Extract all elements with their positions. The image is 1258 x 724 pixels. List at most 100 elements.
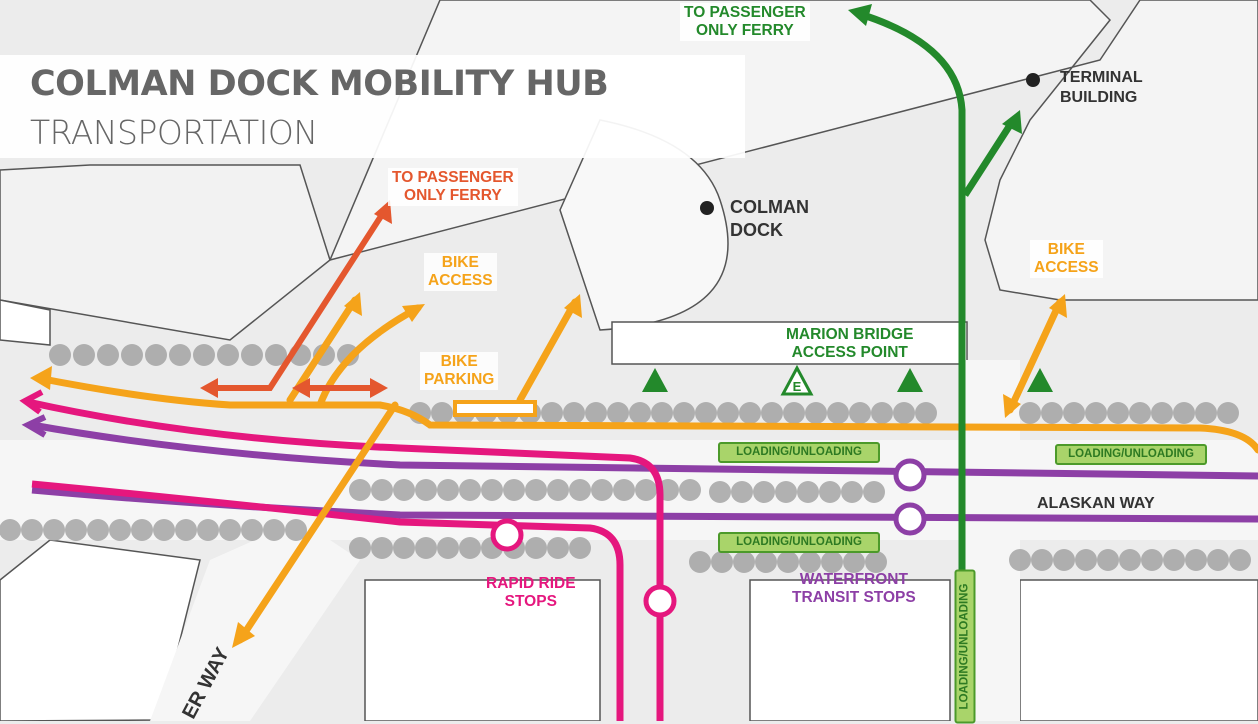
ferry-green-route	[858, 10, 1015, 721]
access-point-icon	[1027, 368, 1053, 392]
tree-icon	[371, 537, 393, 559]
street-label-alaskan-way: ALASKAN WAY	[1037, 495, 1155, 512]
tree-icon	[541, 402, 563, 424]
tree-icon	[717, 402, 739, 424]
tree-icon	[1107, 402, 1129, 424]
tree-icon	[1085, 402, 1107, 424]
tree-icon	[49, 344, 71, 366]
tree-icon	[21, 519, 43, 541]
tree-icon	[121, 344, 143, 366]
tree-icon	[1151, 402, 1173, 424]
tree-icon	[1031, 549, 1053, 571]
arrow-icon	[848, 4, 872, 26]
landmark-dot-icon	[1026, 73, 1040, 87]
tree-icon	[821, 551, 843, 573]
arrow-icon	[344, 292, 362, 316]
tree-icon	[755, 551, 777, 573]
tree-icon	[849, 402, 871, 424]
rapid-ride-stop-icon	[643, 584, 677, 618]
page-subtitle: TRANSPORTATION	[30, 113, 318, 152]
tree-icon	[437, 537, 459, 559]
arrow-icon	[564, 294, 582, 318]
tree-icon	[437, 479, 459, 501]
tree-icon	[695, 402, 717, 424]
tree-icon	[459, 537, 481, 559]
tree-icon	[241, 519, 263, 541]
waterfront-stop-icon	[893, 458, 927, 492]
bike-routes	[34, 296, 1258, 644]
magenta-arrow-icon	[19, 389, 44, 415]
tree-icon	[1019, 402, 1041, 424]
street-trees	[0, 344, 1251, 573]
tree-icon	[1129, 402, 1151, 424]
tree-icon	[585, 402, 607, 424]
tree-icon	[431, 402, 453, 424]
tree-icon	[349, 537, 371, 559]
tree-icon	[219, 519, 241, 541]
tree-icon	[87, 519, 109, 541]
tree-icon	[525, 537, 547, 559]
tree-icon	[265, 344, 287, 366]
tree-icon	[1217, 402, 1239, 424]
tree-icon	[241, 344, 263, 366]
tree-icon	[709, 481, 731, 503]
tree-icon	[169, 344, 191, 366]
tree-icon	[393, 537, 415, 559]
tree-icon	[679, 479, 701, 501]
tree-icon	[613, 479, 635, 501]
rapid-ride-stop-icon	[490, 518, 524, 552]
tree-icon	[799, 551, 821, 573]
tree-icon	[865, 551, 887, 573]
bike-arrowheads	[30, 292, 1067, 648]
arrow-icon	[292, 378, 310, 398]
tree-icon	[711, 551, 733, 573]
tree-icon	[349, 479, 371, 501]
tree-icon	[569, 479, 591, 501]
magenta-route-north	[27, 398, 664, 721]
tree-icon	[843, 551, 865, 573]
tree-icon	[371, 479, 393, 501]
tree-icon	[689, 551, 711, 573]
tree-icon	[547, 479, 569, 501]
tree-icon	[827, 402, 849, 424]
arrow-icon	[200, 378, 218, 398]
tree-icon	[1173, 402, 1195, 424]
arrow-icon	[402, 304, 425, 322]
page-title: COLMAN DOCK MOBILITY HUB	[30, 64, 609, 104]
tree-icon	[797, 481, 819, 503]
tree-icon	[753, 481, 775, 503]
landmark-dot-icon	[700, 201, 714, 215]
tree-icon	[503, 479, 525, 501]
tree-icon	[915, 402, 937, 424]
arrow-icon	[1002, 110, 1022, 134]
arrow-icon	[232, 622, 255, 648]
tree-icon	[841, 481, 863, 503]
tree-icon	[97, 344, 119, 366]
tree-icon	[285, 519, 307, 541]
tree-icon	[1185, 549, 1207, 571]
tree-icon	[739, 402, 761, 424]
access-point-icon	[897, 368, 923, 392]
arrow-icon	[1003, 394, 1021, 418]
tree-icon	[863, 481, 885, 503]
loading-zone-badge: LOADING/UNLOADING	[718, 532, 880, 553]
arrow-icon	[1049, 294, 1067, 318]
arrow-icon	[374, 200, 392, 224]
tree-icon	[893, 402, 915, 424]
tree-icon	[629, 402, 651, 424]
tree-icon	[1075, 549, 1097, 571]
loading-zone-badge: LOADING/UNLOADING	[718, 442, 880, 463]
tree-icon	[415, 537, 437, 559]
tree-icon	[635, 479, 657, 501]
loading-zone-badge-vertical: LOADING/UNLOADING	[954, 569, 976, 724]
bike-parking-rack	[453, 400, 537, 417]
